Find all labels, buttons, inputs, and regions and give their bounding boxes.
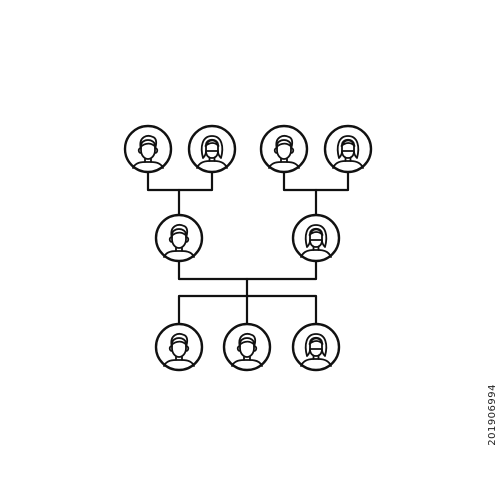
- avatar-circle: [291, 322, 341, 372]
- avatar-grandfather-maternal: [259, 124, 309, 174]
- ear-icon: [290, 147, 295, 154]
- avatar-grandfather-paternal: [123, 124, 173, 174]
- male-hair-icon: [238, 332, 257, 346]
- avatar-circle: [291, 213, 341, 263]
- ear-icon: [185, 236, 190, 243]
- avatar-grandmother-maternal: [323, 124, 373, 174]
- shoulders-icon: [163, 250, 195, 258]
- avatar-father: [154, 213, 204, 263]
- bangs-icon: [204, 139, 220, 147]
- male-hair-icon: [170, 223, 189, 237]
- avatar-circle: [154, 322, 204, 372]
- avatar-circle: [259, 124, 309, 174]
- avatar-circle: [154, 213, 204, 263]
- avatar-circle: [222, 322, 272, 372]
- shoulders-icon: [163, 359, 195, 367]
- male-face-icon: [276, 139, 292, 160]
- avatar-nodes: [123, 124, 373, 372]
- ear-icon: [154, 147, 159, 154]
- male-face-icon: [171, 337, 187, 358]
- shoulders-icon: [300, 358, 332, 367]
- male-face-icon: [239, 337, 255, 358]
- ear-icon: [253, 345, 258, 352]
- shoulders-icon: [196, 160, 228, 169]
- connector-lines: [146, 170, 350, 326]
- male-hair-icon: [170, 332, 189, 346]
- avatar-child-2: [222, 322, 272, 372]
- shoulders-icon: [332, 160, 364, 169]
- avatar-circle: [187, 124, 237, 174]
- male-hair-icon: [139, 134, 158, 148]
- stock-image-id: 201906994: [487, 384, 498, 446]
- shoulders-icon: [300, 249, 332, 258]
- shoulders-icon: [231, 359, 263, 367]
- avatar-circle: [323, 124, 373, 174]
- ear-icon: [236, 345, 241, 352]
- male-face-icon: [171, 228, 187, 249]
- male-hair-icon: [275, 134, 294, 148]
- ear-icon: [185, 345, 190, 352]
- bangs-icon: [308, 337, 324, 345]
- ear-icon: [168, 345, 173, 352]
- bangs-icon: [340, 139, 356, 147]
- avatar-child-3: [291, 322, 341, 372]
- bangs-icon: [308, 228, 324, 236]
- connector-grandparents-maternal: [282, 170, 350, 192]
- connector-grandparents-paternal: [146, 170, 214, 192]
- avatar-mother: [291, 213, 341, 263]
- ear-icon: [137, 147, 142, 154]
- connector-parents: [177, 259, 318, 281]
- shoulders-icon: [132, 161, 164, 169]
- male-face-icon: [140, 139, 156, 160]
- shoulders-icon: [268, 161, 300, 169]
- ear-icon: [168, 236, 173, 243]
- avatar-child-1: [154, 322, 204, 372]
- avatar-circle: [123, 124, 173, 174]
- ear-icon: [273, 147, 278, 154]
- avatar-grandmother-paternal: [187, 124, 237, 174]
